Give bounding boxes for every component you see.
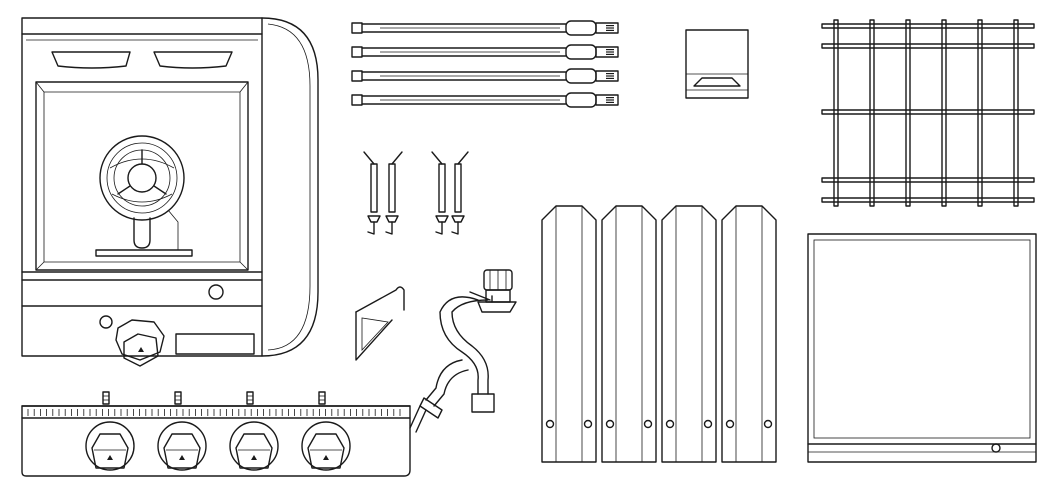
tube-burners: [351, 20, 619, 108]
flame-tamer-icon: [721, 205, 777, 463]
burner-head-icon: [95, 135, 193, 257]
control-knob-icon: [229, 421, 279, 471]
heat-shield-bracket: [355, 286, 405, 361]
electrode-icon: [385, 151, 403, 235]
flame-tamer-icon: [541, 205, 597, 463]
control-knob-icon: [301, 421, 351, 471]
side-burner-knob-icon: [99, 315, 255, 367]
tube-burner-icon: [351, 92, 619, 108]
control-panel: [21, 391, 411, 477]
flame-tamers: [541, 205, 777, 463]
flame-tamer-icon: [601, 205, 657, 463]
valve-stem-icon: [246, 391, 254, 405]
grate-icon: [821, 19, 1035, 207]
manifold-cover: [685, 29, 749, 99]
gas-hose-regulator: [409, 269, 517, 433]
electrode-icon: [431, 151, 449, 235]
electrode-icon: [451, 151, 469, 235]
flame-tamer-icon: [661, 205, 717, 463]
valve-stem-icon: [174, 391, 182, 405]
electrode-icon: [363, 151, 381, 235]
side-burner-assembly: [21, 17, 319, 367]
valve-stem-icon: [318, 391, 326, 405]
valve-stem-icon: [102, 391, 110, 405]
tube-burner-icon: [351, 68, 619, 84]
control-knob-icon: [157, 421, 207, 471]
tube-burner-icon: [351, 44, 619, 60]
cooking-grate: [821, 19, 1035, 207]
control-knob-icon: [85, 421, 135, 471]
tube-burner-icon: [351, 20, 619, 36]
electrodes: [363, 151, 469, 235]
grease-tray: [807, 233, 1037, 463]
